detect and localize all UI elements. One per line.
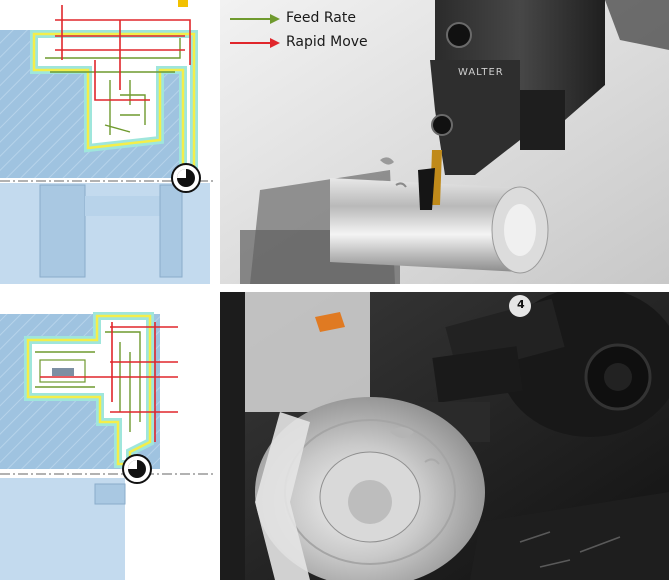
turret-station-badge [509,295,531,317]
workpiece-cylinder [330,178,520,272]
photo-scene-top [220,0,669,284]
machining-photo-bottom: 4 [220,292,669,580]
legend-rapid: Rapid Move [286,34,368,50]
toolpath-diagram-top [0,0,213,284]
machining-photo-top: Feed Rate Rapid Move WALTER [220,0,669,284]
toolpath-boundary [32,32,196,172]
start-marker [178,0,188,7]
turret-station-number: 4 [517,298,525,311]
brand-logo: WALTER [458,67,504,78]
rapid-lines [55,5,191,101]
holder-screw-icon [446,22,472,48]
clamp-screw-icon [431,114,453,136]
coolant-nozzle [315,312,345,332]
legend-feed-label: Feed Rate [286,10,356,26]
legend-rapid-label: Rapid Move [286,34,368,50]
feed-lines [45,38,181,135]
toolpath-boundary [26,314,152,466]
legend-feed: Feed Rate [286,10,356,26]
cam-simulation-top [0,0,213,284]
cam-simulation-bottom [0,292,213,580]
rapid-lines [40,322,178,442]
toolpath-diagram-bottom [0,292,213,580]
photo-scene-bottom [220,292,669,580]
